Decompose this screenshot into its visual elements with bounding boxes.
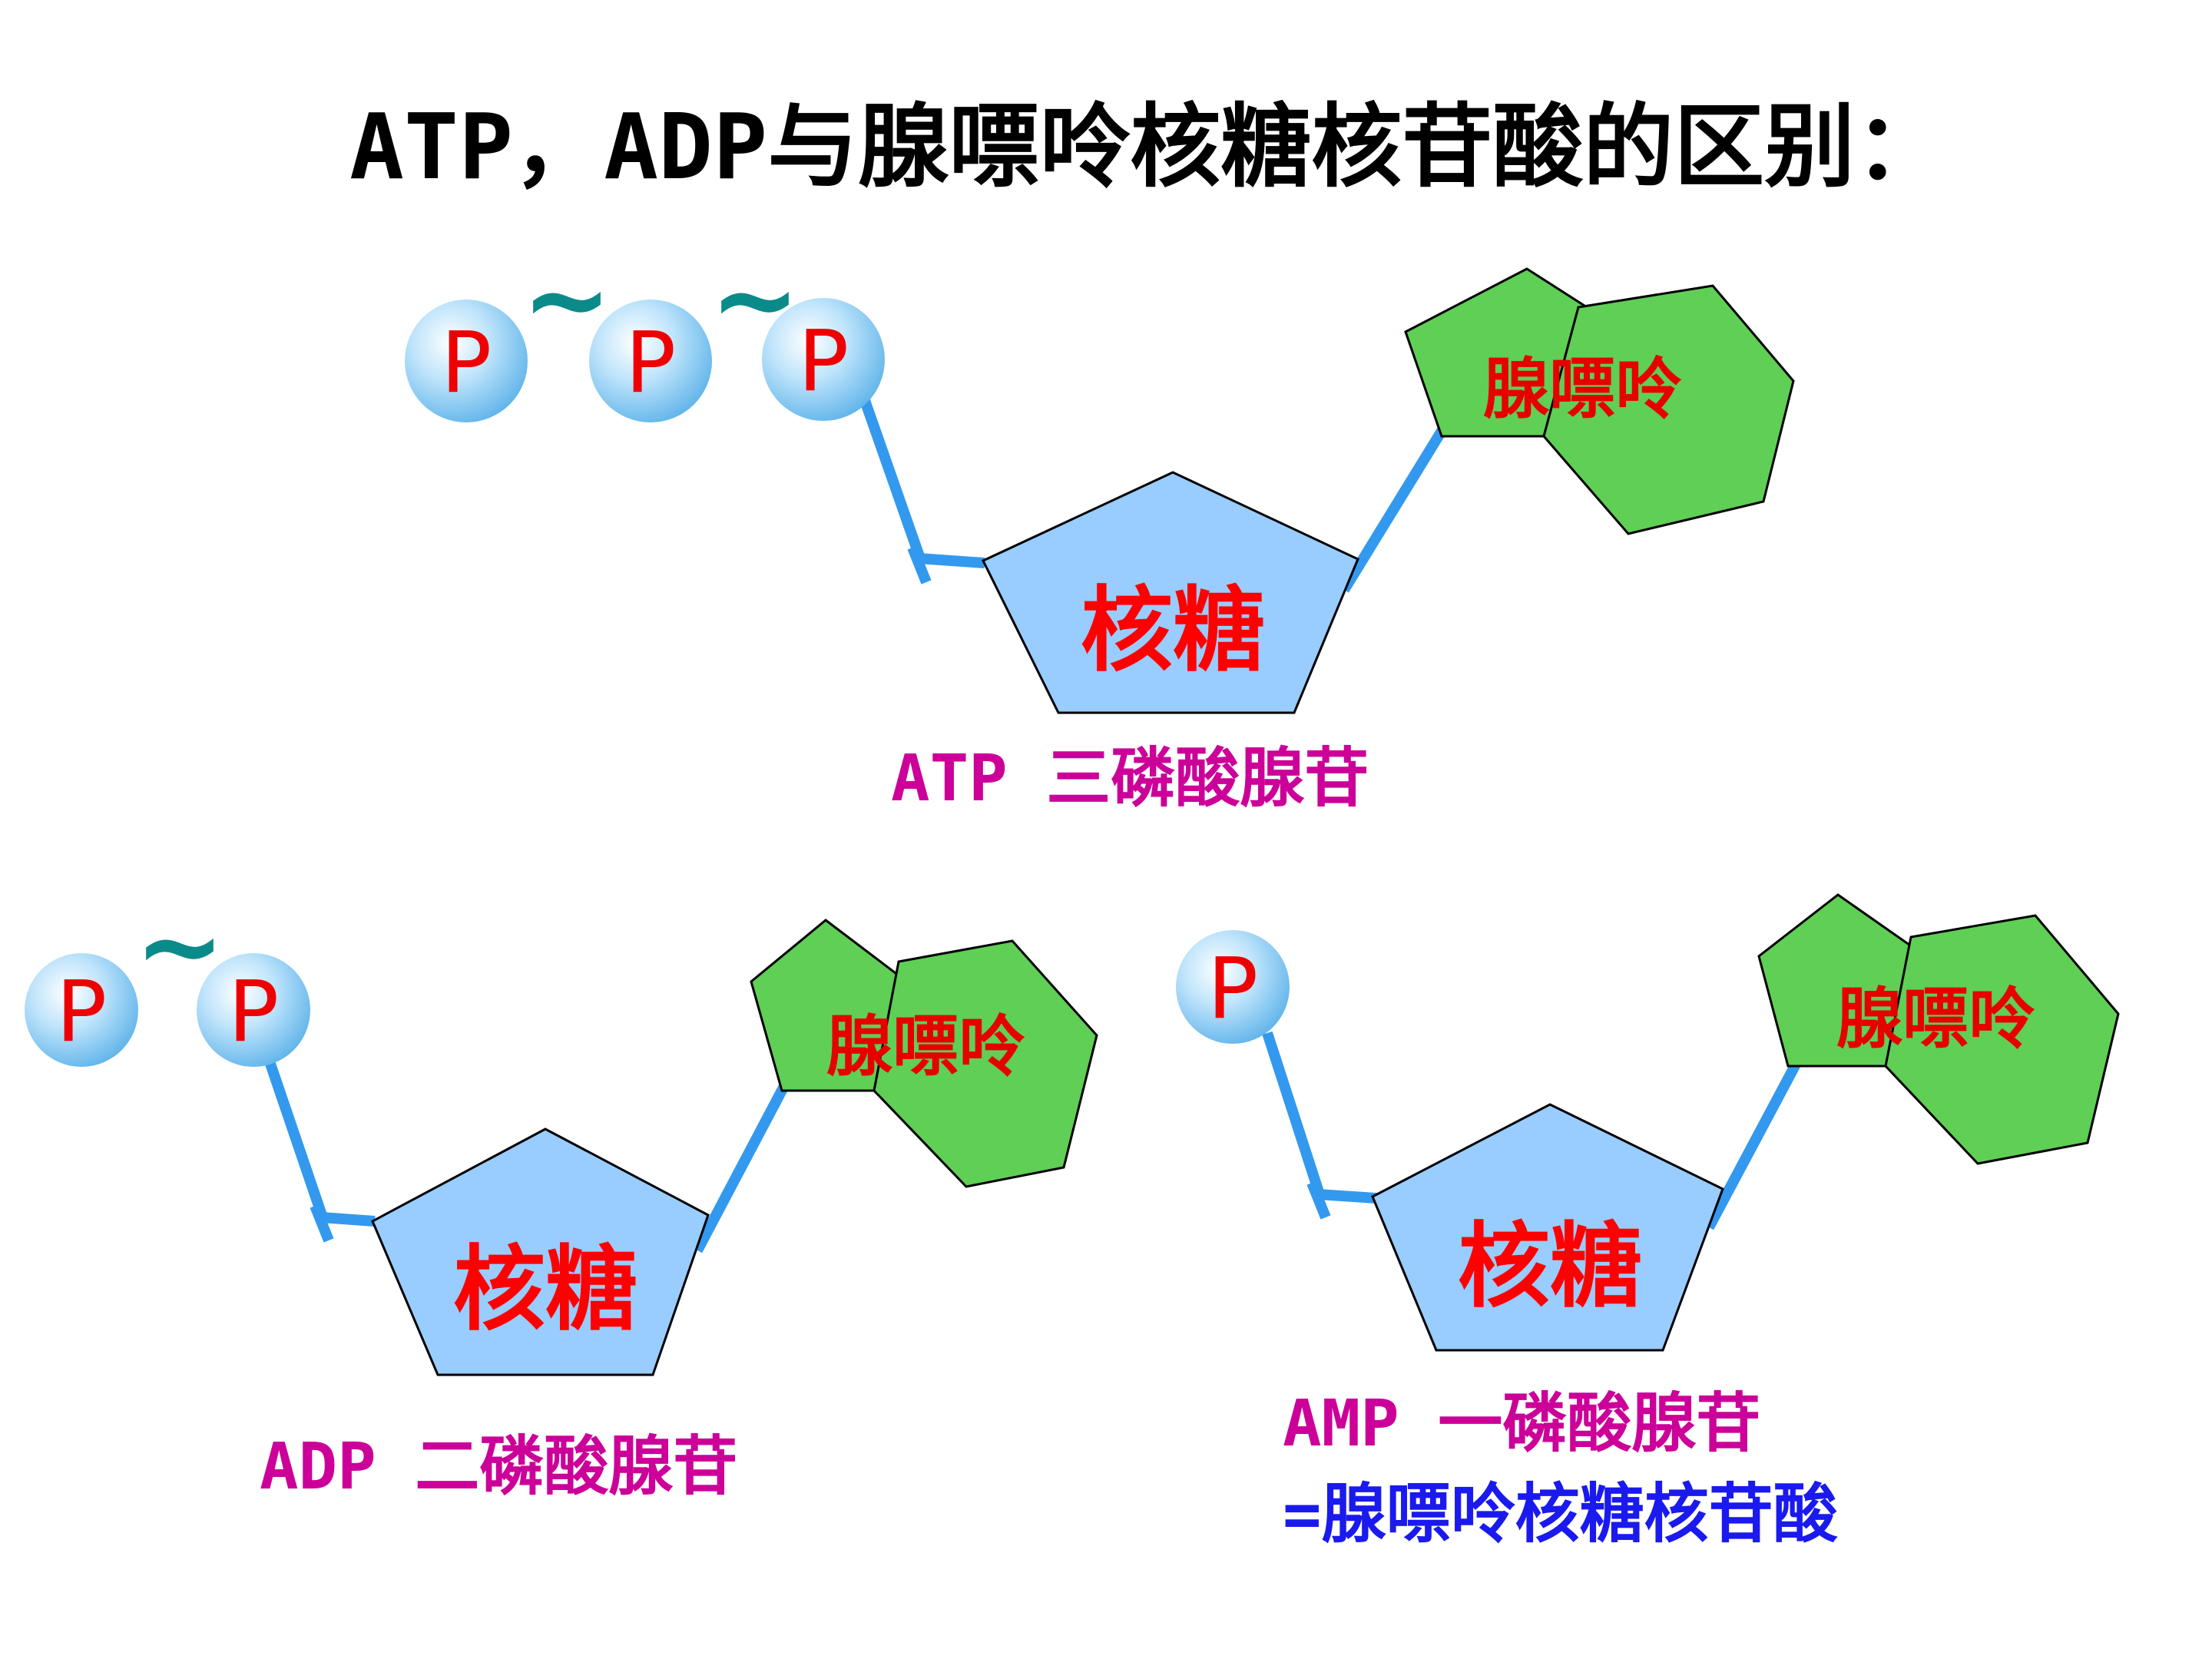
atp-ribose-pentagon-icon bbox=[981, 471, 1359, 714]
atp-bonds bbox=[856, 389, 1450, 593]
phosphate-sphere-icon bbox=[762, 298, 885, 421]
atp-base-label: 腺嘌呤 bbox=[1483, 351, 1682, 428]
page-title: ATP，ADP与腺嘌呤核糖核苷酸的区别： bbox=[349, 94, 1945, 200]
amp-ribose-pentagon-icon bbox=[1371, 1103, 1724, 1352]
phosphate-sphere-icon bbox=[25, 953, 138, 1067]
phosphate-sphere-icon bbox=[197, 953, 310, 1067]
adp-bond-tick bbox=[310, 1204, 334, 1243]
atp-molecule: 核糖 腺嘌呤 P ~ P ~ P ATP 三磷酸腺苷 bbox=[405, 237, 1795, 816]
phosphate-sphere-icon bbox=[589, 300, 712, 422]
atp-phosphate-1: P bbox=[405, 300, 528, 422]
atp-bond-horizontal bbox=[918, 553, 985, 568]
phosphate-label: P bbox=[56, 962, 107, 1061]
phosphate-label: P bbox=[798, 312, 849, 410]
adp-phosphate-sugar-bond bbox=[265, 1061, 328, 1220]
atp-bond-tick bbox=[907, 545, 932, 584]
atp-caption: ATP 三磷酸腺苷 bbox=[891, 740, 1369, 816]
phosphate-sphere-icon bbox=[405, 300, 528, 422]
adp-phosphate-1: P bbox=[25, 953, 138, 1067]
amp-sugar-base-bond bbox=[1704, 1058, 1803, 1230]
adp-ribose-pentagon-icon bbox=[371, 1128, 710, 1376]
phosphate-label: P bbox=[1207, 939, 1258, 1038]
atp-phosphate-2: P bbox=[589, 300, 712, 422]
amp-adenine-six-ring-icon bbox=[1884, 914, 2120, 1165]
amp-base-label: 腺嘌呤 bbox=[1836, 981, 2035, 1058]
adp-sugar-label: 核糖 bbox=[453, 1237, 637, 1343]
amp-molecule: 核糖 腺嘌呤 P AMP 一磷酸腺苷 =腺嘌呤核糖核苷酸 bbox=[1176, 893, 2120, 1551]
amp-sugar-label: 核糖 bbox=[1458, 1214, 1642, 1320]
adp-adenine-five-ring-icon bbox=[750, 919, 900, 1092]
phosphate-label: P bbox=[625, 313, 676, 412]
adp-sugar-base-bond bbox=[692, 1081, 790, 1253]
phosphate-label: P bbox=[228, 962, 279, 1061]
amp-phosphate-sugar-bond bbox=[1262, 1031, 1325, 1197]
adp-caption: ADP 二磷酸腺苷 bbox=[260, 1429, 737, 1504]
adp-molecule: 核糖 腺嘌呤 P ~ P ADP 二磷酸腺苷 bbox=[25, 884, 1098, 1504]
adp-base-label: 腺嘌呤 bbox=[826, 1008, 1025, 1085]
atp-sugar-base-bond bbox=[1339, 422, 1450, 593]
atp-phosphate-3: P bbox=[762, 298, 885, 421]
adp-adenine-six-ring-icon bbox=[873, 939, 1098, 1188]
amp-bonds bbox=[1262, 1031, 1803, 1230]
amp-phosphate-1: P bbox=[1176, 930, 1290, 1044]
amp-adenine-five-ring-icon bbox=[1757, 893, 1916, 1068]
amp-equation: =腺嘌呤核糖核苷酸 bbox=[1283, 1476, 1839, 1551]
amp-caption: AMP 一磷酸腺苷 bbox=[1283, 1386, 1760, 1461]
atp-adenine-six-ring-icon bbox=[1542, 284, 1795, 535]
atp-phosphate-sugar-bond bbox=[856, 389, 926, 561]
phosphate-label: P bbox=[441, 313, 492, 412]
adp-bonds bbox=[265, 1061, 790, 1253]
adp-bond-horizontal bbox=[320, 1212, 376, 1227]
atp-sugar-label: 核糖 bbox=[1081, 578, 1265, 684]
amp-bond-horizontal bbox=[1317, 1189, 1377, 1204]
adp-phosphate-2: P bbox=[197, 953, 310, 1067]
amp-bond-tick bbox=[1306, 1181, 1331, 1220]
phosphate-sphere-icon bbox=[1176, 930, 1290, 1044]
